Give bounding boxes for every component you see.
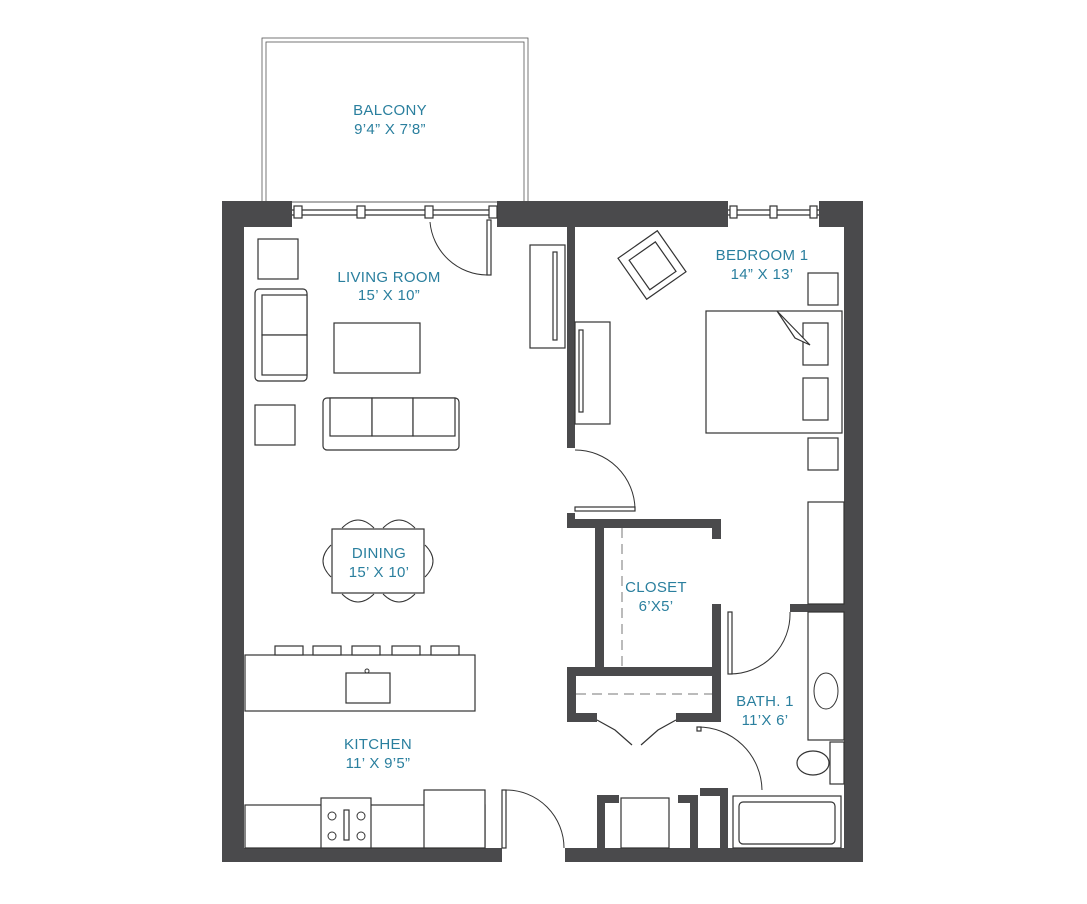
room-name-bath-1: BATH. 1 — [736, 693, 794, 710]
door-bath — [727, 611, 791, 675]
exterior-walls — [222, 201, 863, 862]
dresser — [574, 321, 611, 425]
toilet — [796, 741, 845, 785]
label-balcony: BALCONY 9’4” X 7’8” — [353, 102, 427, 138]
door-hall — [696, 726, 763, 791]
bedroom-armchair — [617, 229, 687, 301]
room-size-living-room: 15’ X 10” — [358, 287, 420, 304]
room-size-closet: 6’X5’ — [639, 598, 674, 615]
side-table-2 — [254, 404, 296, 446]
room-size-kitchen: 11’ X 9’5” — [346, 755, 411, 772]
tv-console — [529, 244, 566, 349]
room-name-bedroom-1: BEDROOM 1 — [716, 247, 809, 264]
bed — [705, 310, 843, 434]
door-balcony — [429, 219, 492, 276]
dining-table — [322, 519, 434, 603]
room-name-living-room: LIVING ROOM — [337, 269, 440, 286]
armchair-sofa — [254, 288, 308, 382]
closet-bifold-doors — [596, 719, 677, 746]
room-size-bedroom-1: 14” X 13’ — [731, 266, 794, 283]
room-name-dining: DINING — [352, 545, 406, 562]
kitchen-island — [244, 645, 476, 712]
label-kitchen: KITCHEN 11’ X 9’5” — [344, 736, 412, 772]
label-living-room: LIVING ROOM 15’ X 10” — [337, 269, 440, 304]
washer-dryer — [620, 797, 670, 849]
room-name-balcony: BALCONY — [353, 102, 427, 119]
door-bedroom — [574, 449, 636, 512]
coffee-table — [333, 322, 421, 374]
nightstand-2 — [807, 437, 839, 471]
nightstand-1 — [807, 272, 839, 306]
room-size-balcony: 9’4” X 7’8” — [354, 121, 426, 138]
closet-rod — [576, 528, 712, 695]
room-name-closet: CLOSET — [625, 579, 687, 596]
window-living — [292, 205, 498, 219]
label-bedroom-1: BEDROOM 1 14” X 13’ — [716, 247, 809, 283]
interior-walls — [567, 227, 844, 850]
label-bath-1: BATH. 1 11’X 6’ — [736, 693, 794, 729]
window-bedroom — [728, 205, 819, 219]
door-entry — [501, 789, 565, 849]
wardrobe — [807, 501, 845, 605]
balcony — [261, 37, 529, 203]
side-table-1 — [257, 238, 299, 280]
sofa — [322, 397, 460, 451]
room-size-dining: 15’ X 10’ — [349, 564, 410, 581]
label-dining: DINING 15’ X 10’ — [349, 545, 410, 581]
room-size-bath-1: 11’X 6’ — [742, 712, 789, 729]
bathtub — [732, 795, 842, 849]
label-closet: CLOSET 6’X5’ — [625, 579, 687, 615]
bath-vanity — [807, 611, 845, 741]
room-name-kitchen: KITCHEN — [344, 736, 412, 753]
kitchen-counter — [244, 789, 486, 849]
